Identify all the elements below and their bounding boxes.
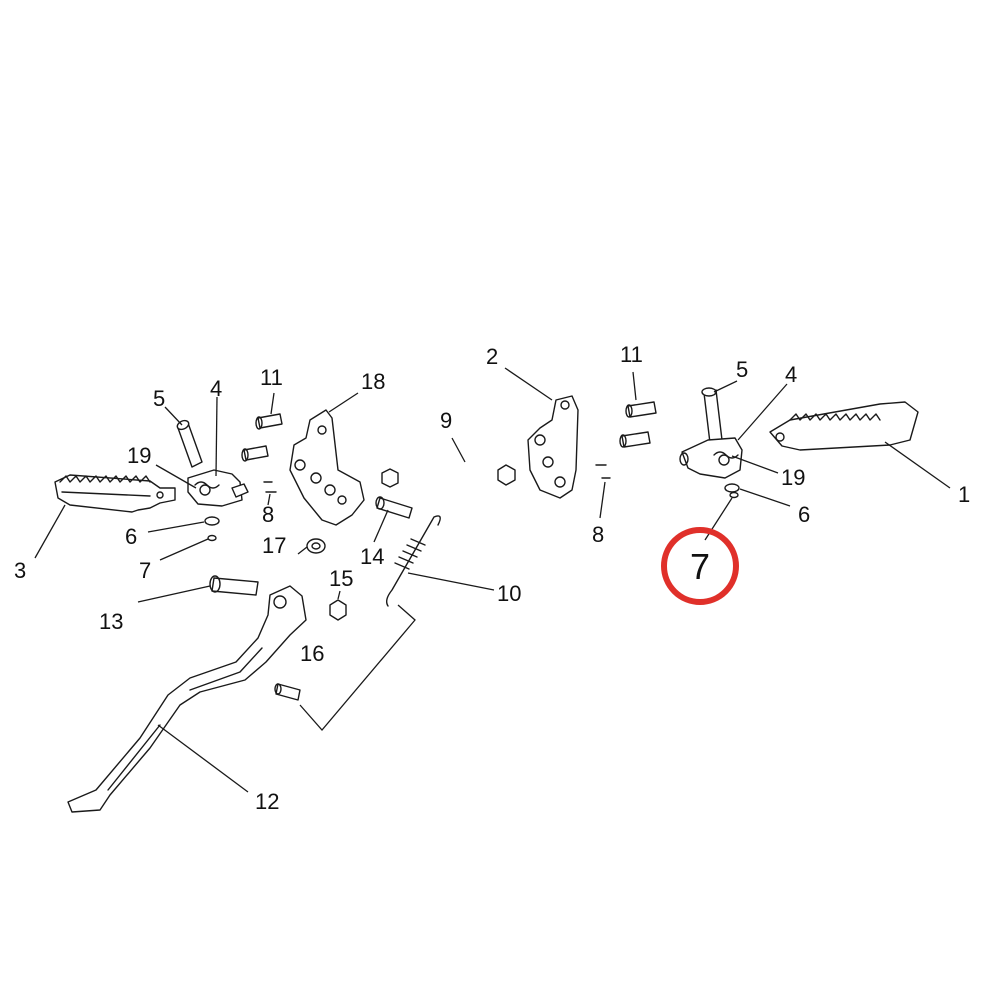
pivot-bolt (209, 575, 259, 596)
callout-10: 10 (497, 581, 521, 606)
highlight-callout-label: 7 (690, 546, 710, 587)
callout-13: 13 (99, 609, 123, 634)
callout-7-left: 7 (139, 558, 151, 583)
left-hanger-bracket (289, 409, 365, 526)
right-dowels (595, 464, 611, 479)
left-footpeg (54, 474, 176, 513)
left-bolts (241, 413, 283, 462)
callout-16: 16 (300, 641, 324, 666)
callout-8-right: 8 (592, 522, 604, 547)
leader-lines (34, 367, 951, 793)
return-spring (385, 515, 441, 607)
side-stand (67, 585, 307, 813)
right-bolts (619, 401, 657, 448)
callout-5-right: 5 (736, 357, 748, 382)
callout-6-left: 6 (125, 524, 137, 549)
highlight-callout-7[interactable]: 7 (661, 527, 739, 605)
left-washer-clip (204, 516, 220, 542)
right-peg-bracket (679, 437, 743, 479)
callout-4-right: 4 (785, 362, 797, 387)
callout-labels: 1 2 3 4 4 5 5 6 6 7 8 8 9 10 11 11 12 13… (14, 342, 970, 814)
callout-1: 1 (958, 482, 970, 507)
callout-5-left: 5 (153, 386, 165, 411)
callout-3: 3 (14, 558, 26, 583)
spring-post (274, 683, 301, 701)
nut (381, 468, 399, 488)
callout-9: 9 (440, 408, 452, 433)
callout-14: 14 (360, 544, 384, 569)
right-hanger-bracket (527, 395, 579, 499)
right-pin (701, 387, 723, 444)
callout-17: 17 (262, 533, 286, 558)
callout-19-right: 19 (781, 465, 805, 490)
callout-2: 2 (486, 344, 498, 369)
stand-bolt (375, 496, 413, 519)
callout-4-left: 4 (210, 376, 222, 401)
stand-nut (329, 599, 347, 621)
callout-8-left: 8 (262, 502, 274, 527)
highlight-ring (661, 527, 739, 605)
callout-15: 15 (329, 566, 353, 591)
right-nut (497, 464, 516, 486)
callout-18: 18 (361, 369, 385, 394)
left-dowels (263, 481, 277, 493)
callout-19-left: 19 (127, 443, 151, 468)
callout-11-left: 11 (260, 365, 283, 390)
callout-12: 12 (255, 789, 279, 814)
callout-11-right: 11 (620, 342, 643, 367)
left-pin (176, 419, 203, 468)
right-washer-clip (724, 483, 740, 499)
right-footpeg (769, 401, 919, 451)
left-peg-bracket (187, 469, 249, 507)
callout-6-right: 6 (798, 502, 810, 527)
stand-washer (306, 538, 326, 554)
